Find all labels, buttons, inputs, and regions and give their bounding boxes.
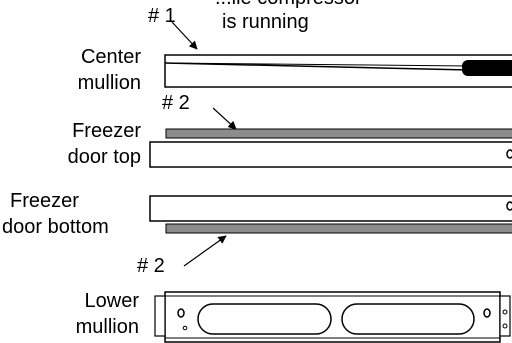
screw-hole-icon xyxy=(506,201,512,211)
screw-hole-icon xyxy=(506,149,512,159)
marker-2-top: # 2 xyxy=(162,92,190,114)
slot-left xyxy=(197,303,332,335)
marker-2-bottom: # 2 xyxy=(137,255,165,277)
freezer-top-label-1: Freezer xyxy=(72,120,141,142)
freezer-door-top-part xyxy=(149,128,512,168)
callout-text-partial: ...ile compressor xyxy=(215,0,362,9)
freezer-door-bottom-part xyxy=(149,195,512,234)
freezer-bottom-label-2: door bottom xyxy=(2,216,109,238)
center-mullion-label-1: Center xyxy=(80,46,141,68)
slot-right xyxy=(341,303,475,335)
freezer-bottom-label-1: Freezer xyxy=(10,190,79,212)
center-mullion-part xyxy=(164,54,512,88)
callout-text: is running xyxy=(222,11,309,33)
lower-mullion-part xyxy=(154,291,511,343)
marker-1: # 1 xyxy=(148,5,176,27)
freezer-top-label-2: door top xyxy=(67,146,141,168)
mullion-heater-plug-icon xyxy=(462,60,512,76)
lower-mullion-label-2: mullion xyxy=(75,316,139,338)
arrow-2a xyxy=(212,107,237,130)
gasket-strip-bottom xyxy=(165,223,512,234)
arrow-1 xyxy=(171,21,198,50)
gasket-strip-top xyxy=(165,128,512,139)
lower-mullion-label-1: Lower xyxy=(84,290,139,312)
arrow-2b xyxy=(183,235,227,267)
center-mullion-label-2: mullion xyxy=(77,72,141,94)
